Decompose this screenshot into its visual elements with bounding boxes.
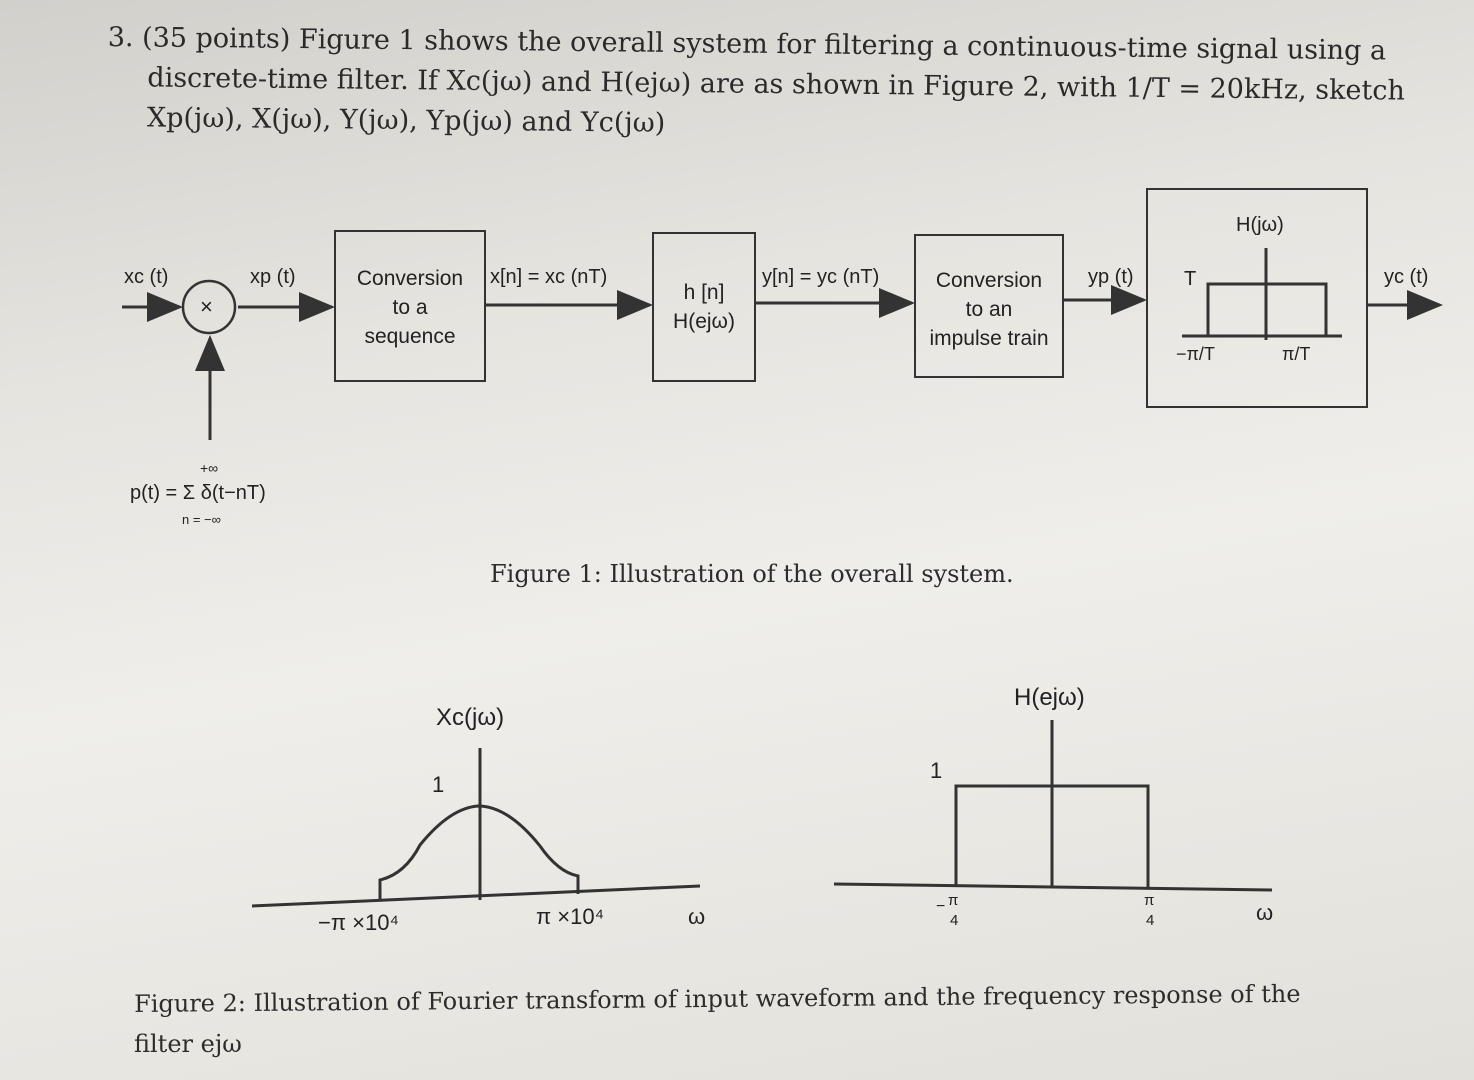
xc-peak-label: 1 — [432, 772, 445, 797]
sum-lower-limit: n = −∞ — [182, 512, 221, 527]
reconstruction-filter-block — [1146, 188, 1368, 408]
recon-left-tick: −π/T — [1176, 344, 1215, 364]
pt-label: p(t) = Σ δ(t−nT) — [130, 482, 266, 504]
discrete-filter-block — [652, 232, 756, 382]
figure-2-caption-line-2: filter ejω — [134, 1030, 242, 1058]
h-right-tick-denominator: 4 — [1146, 912, 1155, 929]
conversion-to-impulse-train-block — [914, 234, 1064, 378]
h-left-tick-denominator: 4 — [950, 912, 959, 929]
xc-label: xc (t) — [124, 266, 169, 288]
recon-filter-gain: T — [1184, 268, 1197, 290]
conversion-to-sequence-block — [334, 230, 486, 382]
xc-right-tick: π ×10⁴ — [536, 904, 605, 929]
h-right-tick-numerator: π — [1144, 892, 1155, 909]
conversion-to-sequence-text: Conversion to a sequence — [336, 264, 484, 351]
xc-plot-title: Xc(jω) — [436, 704, 505, 731]
c2s-line-3: sequence — [364, 325, 456, 348]
h-left-tick-sign: − — [936, 898, 946, 915]
yp-label: yp (t) — [1088, 266, 1134, 288]
h-plot-title: H(ejω) — [1014, 684, 1085, 711]
sum-upper-limit: +∞ — [200, 460, 219, 476]
xn-label: x[n] = xc (nT) — [490, 266, 608, 288]
c2s-line-1: Conversion — [356, 267, 464, 290]
h-axis — [833, 882, 1273, 892]
xc-left-tick: −π ×10⁴ — [318, 910, 399, 935]
xc-plot-graphics — [251, 748, 701, 908]
h-omega-axis-label: ω — [1256, 900, 1274, 925]
recon-filter-plot — [1182, 248, 1342, 340]
figure-1-caption: Figure 1: Illustration of the overall sy… — [490, 560, 1014, 588]
conversion-to-impulse-train-text: Conversion to an impulse train — [914, 266, 1064, 353]
filter-line-2: H(ejω) — [673, 310, 735, 333]
h-plot-graphics — [833, 720, 1273, 892]
h-gain-label: 1 — [930, 758, 943, 783]
multiplier-circle — [181, 279, 237, 335]
multiplier-symbol: × — [200, 294, 213, 319]
filter-line-1: h [n] — [683, 281, 725, 304]
h-passband — [954, 784, 1150, 888]
xc-omega-axis-label: ω — [688, 904, 706, 929]
s2i-line-1: Conversion — [935, 269, 1043, 292]
h-left-tick-numerator: π — [948, 892, 959, 909]
c2s-line-2: to a — [392, 296, 428, 319]
xp-label: xp (t) — [250, 266, 296, 288]
yc-output-label: yc (t) — [1384, 266, 1429, 288]
discrete-filter-text: h [n] H(ejω) — [652, 278, 756, 336]
s2i-line-2: to an — [965, 298, 1013, 321]
xc-axis — [251, 884, 701, 908]
s2i-line-3: impulse train — [929, 327, 1049, 350]
yn-label: y[n] = yc (nT) — [762, 266, 880, 288]
xc-curve — [378, 804, 580, 900]
recon-right-tick: π/T — [1282, 344, 1311, 364]
recon-filter-title: H(jω) — [1236, 214, 1284, 236]
